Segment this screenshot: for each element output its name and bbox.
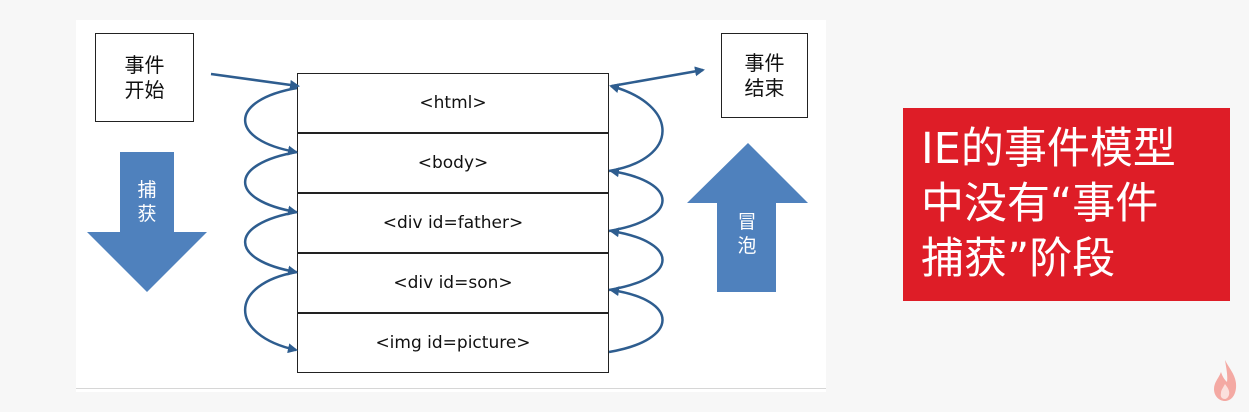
layer-img-picture-label: <img id=picture> <box>375 333 531 353</box>
note-line-1: IE的事件模型 <box>921 124 1176 174</box>
note-line-2: 中没有“事件 <box>921 179 1159 229</box>
bubble-arrow-label: 冒 泡 <box>733 210 761 258</box>
event-start-box: 事件 开始 <box>95 33 194 122</box>
layer-div-father-label: <div id=father> <box>382 213 524 233</box>
layer-html: <html> <box>297 73 609 133</box>
event-start-line-1: 事件 <box>124 52 165 77</box>
ie-note-box: IE的事件模型 中没有“事件 捕获”阶段 <box>903 108 1230 301</box>
event-end-box: 事件 结束 <box>721 33 808 118</box>
bubble-char-1: 冒 <box>737 211 757 233</box>
capture-char-1: 捕 <box>137 179 157 201</box>
layer-img-picture: <img id=picture> <box>297 313 609 373</box>
panel-divider <box>76 388 826 389</box>
capture-arrow-label: 捕 获 <box>133 178 161 226</box>
capture-char-2: 获 <box>137 203 157 225</box>
note-line-3: 捕获”阶段 <box>921 234 1116 284</box>
layer-body-label: <body> <box>417 153 489 173</box>
flame-icon <box>1214 360 1237 401</box>
layer-body: <body> <box>297 133 609 193</box>
event-end-line-1: 事件 <box>744 50 785 75</box>
layer-div-son: <div id=son> <box>297 253 609 313</box>
layer-div-son-label: <div id=son> <box>393 273 513 293</box>
event-start-line-2: 开始 <box>124 77 165 102</box>
event-end-line-2: 结束 <box>744 75 785 100</box>
layer-html-label: <html> <box>419 93 487 113</box>
bubble-char-2: 泡 <box>737 235 757 257</box>
layer-div-father: <div id=father> <box>297 193 609 253</box>
